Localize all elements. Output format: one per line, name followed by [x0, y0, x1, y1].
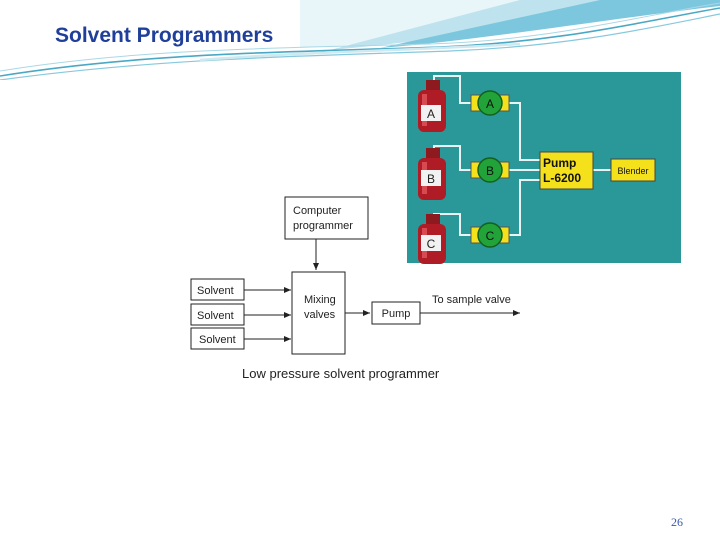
- valve-a-label: A: [486, 97, 494, 111]
- pump-box: Pump: [371, 301, 421, 325]
- mixing-label-line1: Mixing: [304, 294, 336, 306]
- blender-box: Blender: [610, 158, 656, 182]
- diagram-caption: Low pressure solvent programmer: [242, 366, 440, 381]
- header-wave-decoration: [0, 0, 720, 80]
- pump-model-label: L-6200: [543, 171, 581, 185]
- solvent-box-3: Solvent: [190, 327, 245, 350]
- computer-label-line2: programmer: [293, 220, 353, 232]
- solvent-bottle-c: C: [418, 214, 446, 264]
- solvent-bottle-a: A: [418, 80, 446, 132]
- blender-label: Blender: [617, 166, 648, 176]
- valve-b: B: [470, 157, 510, 183]
- solvent-box-1: Solvent: [190, 278, 245, 301]
- solvent-box-2: Solvent: [190, 303, 245, 326]
- solvent-label-1: Solvent: [197, 285, 234, 297]
- sample-valve-label: To sample valve: [432, 294, 511, 306]
- solvent-bottle-b: B: [418, 148, 446, 200]
- valve-a: A: [470, 90, 510, 116]
- bottle-b-label: B: [427, 172, 435, 186]
- valve-c: C: [470, 222, 510, 248]
- solvent-label-2: Solvent: [197, 310, 234, 322]
- pump-name-label: Pump: [543, 156, 576, 170]
- valve-b-label: B: [486, 164, 494, 178]
- page-number: 26: [671, 515, 683, 529]
- slide-title: Solvent Programmers: [55, 24, 274, 47]
- mixing-valves-box: Mixing valves: [291, 271, 346, 355]
- mixing-label-line2: valves: [304, 309, 336, 321]
- pump-l6200-box: Pump L-6200: [539, 151, 594, 190]
- bottle-c-label: C: [427, 237, 436, 251]
- solvent-label-3: Solvent: [199, 334, 236, 346]
- valve-c-label: C: [486, 229, 495, 243]
- computer-label-line1: Computer: [293, 205, 342, 217]
- pump-box-label: Pump: [382, 308, 411, 320]
- computer-programmer-box: Computer programmer: [284, 196, 369, 240]
- bottle-a-label: A: [427, 107, 435, 121]
